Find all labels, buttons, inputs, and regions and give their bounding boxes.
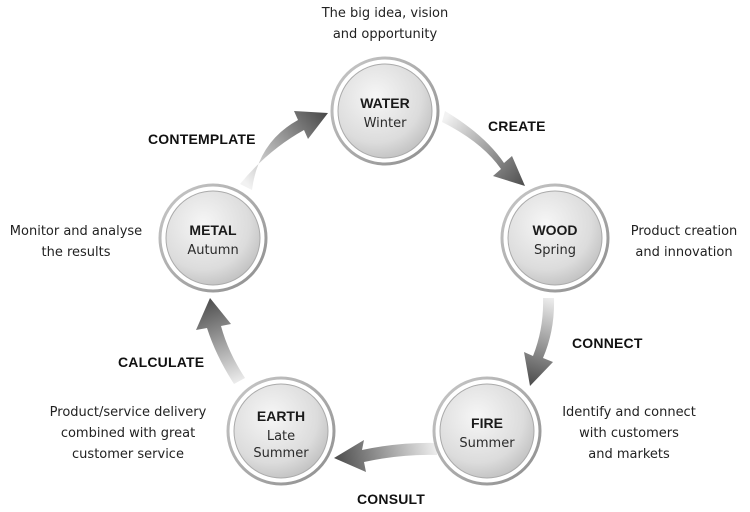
arrow-label-calculate: CALCULATE [118, 354, 204, 370]
arrow-label-contemplate: CONTEMPLATE [148, 131, 256, 147]
fire-desc-line-1: Identify and connect [562, 405, 696, 420]
earth-desc-line-1: Product/service delivery [50, 405, 207, 420]
fire-label: FIRE [471, 415, 503, 431]
wood-desc-line-2: and innovation [635, 245, 732, 260]
fire-season: Summer [459, 436, 515, 451]
metal-season: Autumn [187, 243, 238, 258]
node-wood: WOOD Spring [500, 183, 610, 293]
fire-desc-line-3: and markets [588, 447, 670, 462]
metal-desc-line-1: Monitor and analyse [10, 224, 142, 239]
wood-label: WOOD [532, 222, 577, 238]
arrow-calculate [196, 298, 245, 384]
metal-desc-line-2: the results [41, 245, 110, 260]
earth-desc-line-3: customer service [72, 447, 184, 462]
description-metal: Monitor and analyse the results [10, 224, 142, 260]
arrow-consult [334, 440, 437, 472]
arrow-label-consult: CONSULT [357, 491, 425, 507]
water-desc-line-1: The big idea, vision [321, 6, 449, 21]
water-label: WATER [360, 95, 410, 111]
wood-season: Spring [534, 243, 576, 258]
arrow-label-connect: CONNECT [572, 335, 643, 351]
description-earth: Product/service delivery combined with g… [50, 405, 207, 462]
node-earth: EARTH Late Summer [226, 376, 336, 486]
arrow-connect [524, 298, 555, 386]
water-desc-line-2: and opportunity [333, 27, 438, 42]
metal-label: METAL [189, 222, 237, 238]
node-metal: METAL Autumn [158, 183, 268, 293]
description-water: The big idea, vision and opportunity [321, 6, 449, 42]
earth-season-line-2: Summer [253, 446, 309, 461]
earth-season-line-1: Late [267, 429, 295, 444]
description-wood: Product creation and innovation [631, 224, 738, 260]
arrow-contemplate [240, 111, 328, 190]
arrow-label-create: CREATE [488, 118, 546, 134]
description-fire: Identify and connect with customers and … [562, 405, 696, 462]
earth-desc-line-2: combined with great [61, 426, 195, 441]
arrow-create [442, 111, 525, 186]
node-water: WATER Winter [330, 56, 440, 166]
wood-desc-line-1: Product creation [631, 224, 738, 239]
node-fire: FIRE Summer [432, 376, 542, 486]
earth-label: EARTH [257, 408, 305, 424]
fire-desc-line-2: with customers [579, 426, 679, 441]
water-season: Winter [364, 116, 408, 131]
